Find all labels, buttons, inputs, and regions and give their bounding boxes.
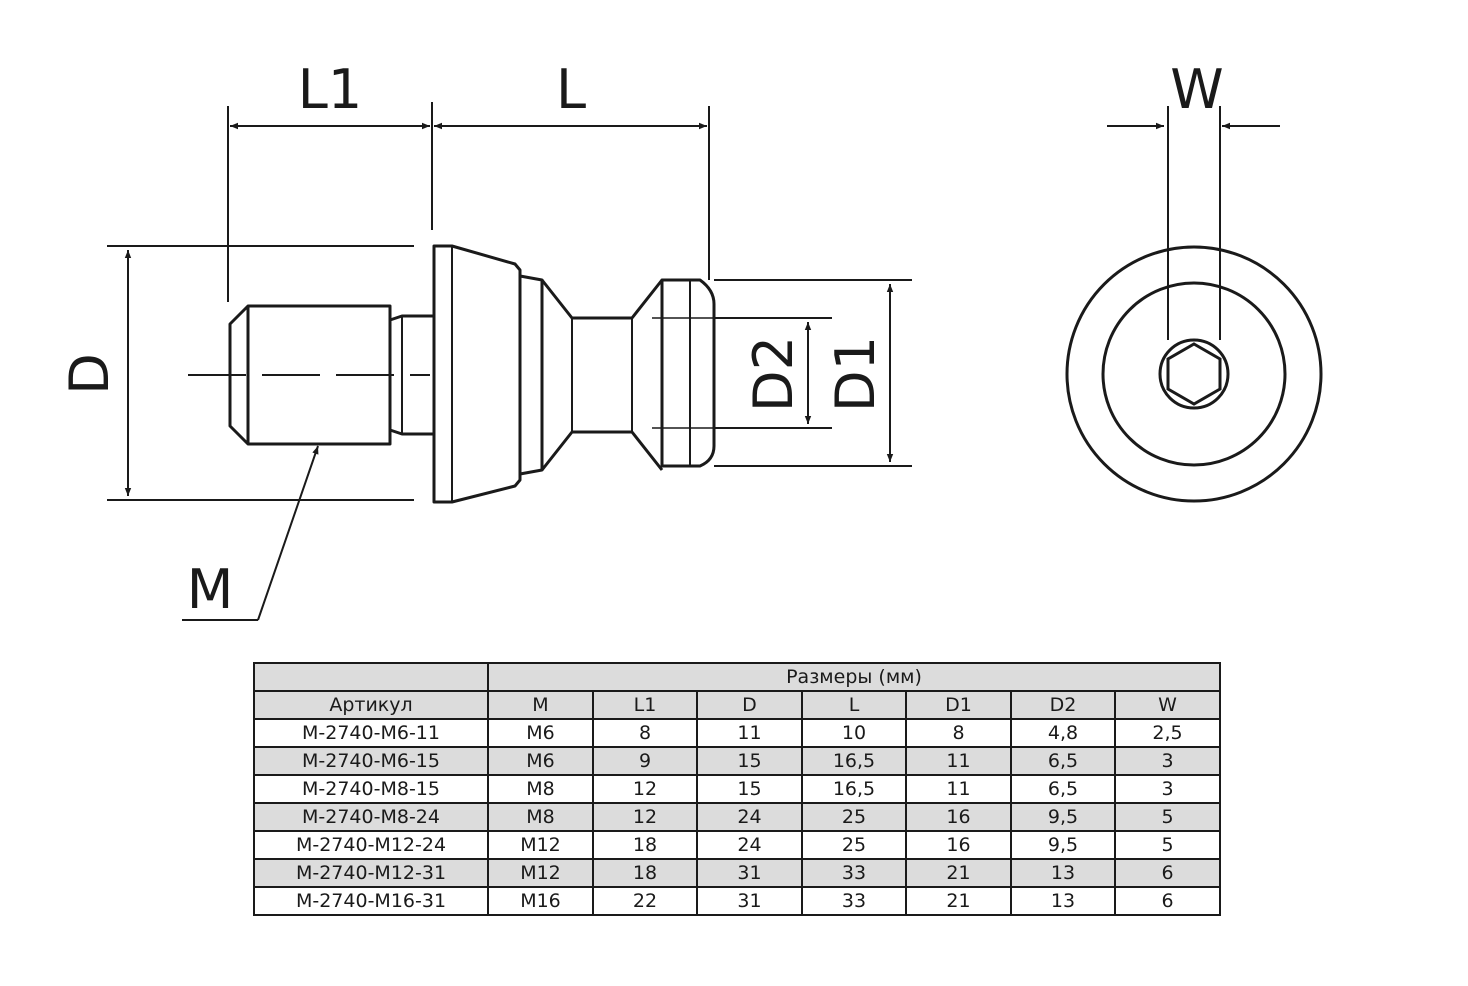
table-cell: 12 <box>592 774 698 804</box>
label-l: L <box>556 58 586 121</box>
label-d1: D1 <box>824 336 887 412</box>
column-header: D1 <box>905 690 1012 720</box>
table-cell: 13 <box>1010 886 1116 916</box>
blank-header-cell <box>253 662 489 692</box>
column-header-row: Артикул M L1 D L D1 D2 W <box>253 690 1222 720</box>
table-cell: 9 <box>592 746 698 776</box>
table-cell: 31 <box>696 858 803 888</box>
table-cell: 15 <box>696 746 803 776</box>
table-row: M-2740-M12-24 M12 18 24 25 16 9,5 5 <box>253 830 1222 860</box>
table-cell: 16,5 <box>801 746 907 776</box>
table-cell: M8 <box>487 802 594 832</box>
table-cell: 4,8 <box>1010 718 1116 748</box>
column-header: D <box>696 690 803 720</box>
neck <box>540 279 664 320</box>
side-view <box>228 244 716 504</box>
table-cell: 5 <box>1113 802 1222 832</box>
dimensions-header: Размеры (мм) <box>486 662 1222 692</box>
label-d2: D2 <box>742 336 805 412</box>
table-row: M-2740-M8-15 M8 12 15 16,5 11 6,5 3 <box>253 774 1222 804</box>
column-header: Артикул <box>253 690 489 720</box>
end-view <box>1065 245 1323 503</box>
table-cell: 12 <box>592 802 698 832</box>
table-cell: 18 <box>592 830 698 860</box>
table-row: M-2740-M6-11 M6 8 11 10 8 4,8 2,5 <box>253 718 1222 748</box>
cone-flange <box>432 244 522 504</box>
table-cell: 33 <box>801 886 907 916</box>
table-cell: 25 <box>801 830 907 860</box>
table-cell: 25 <box>801 802 907 832</box>
table-cell: M8 <box>487 774 594 804</box>
table-cell: 16,5 <box>801 774 907 804</box>
table-cell: 22 <box>592 886 698 916</box>
table-cell: 8 <box>905 718 1012 748</box>
table-cell: 2,5 <box>1113 718 1222 748</box>
outer-circle <box>1065 245 1323 503</box>
hex-socket-icon <box>1166 342 1222 406</box>
table-cell: 11 <box>696 718 803 748</box>
table-cell: 6,5 <box>1010 746 1116 776</box>
table-cell: M-2740-M8-24 <box>253 802 489 832</box>
table-cell: M-2740-M12-24 <box>253 830 489 860</box>
dimension-lines <box>107 102 1280 621</box>
table-cell: 21 <box>905 858 1012 888</box>
table-cell: 8 <box>592 718 698 748</box>
column-header: L1 <box>592 690 698 720</box>
table-cell: 24 <box>696 802 803 832</box>
table-cell: 9,5 <box>1010 830 1116 860</box>
table-cell: 11 <box>905 746 1012 776</box>
socket-circle <box>1158 338 1230 410</box>
group-header-row: Размеры (мм) <box>253 662 1222 692</box>
spec-table: Размеры (мм) Артикул M L1 D L D1 D2 W M-… <box>253 662 1222 916</box>
label-m: M <box>187 558 234 621</box>
collar <box>519 274 544 476</box>
table-cell: 6 <box>1113 886 1222 916</box>
table-cell: 21 <box>905 886 1012 916</box>
table-cell: 3 <box>1113 746 1222 776</box>
label-w: W <box>1170 58 1223 121</box>
table-cell: 15 <box>696 774 803 804</box>
column-header: W <box>1113 690 1222 720</box>
table-cell: 24 <box>696 830 803 860</box>
table-cell: 18 <box>592 858 698 888</box>
table-cell: 31 <box>696 886 803 916</box>
table-cell: M6 <box>487 718 594 748</box>
table-cell: M-2740-M6-15 <box>253 746 489 776</box>
table-cell: 10 <box>801 718 907 748</box>
column-header: M <box>487 690 594 720</box>
label-d: D <box>58 353 121 395</box>
table-cell: M16 <box>487 886 594 916</box>
table-cell: 33 <box>801 858 907 888</box>
table-cell: M-2740-M6-11 <box>253 718 489 748</box>
inner-circle <box>1101 281 1287 467</box>
technical-drawing: L1 L W M D D2 D1 <box>58 58 1323 621</box>
table-cell: 6 <box>1113 858 1222 888</box>
table-row: M-2740-M6-15 M6 9 15 16,5 11 6,5 3 <box>253 746 1222 776</box>
label-l1: L1 <box>298 58 362 121</box>
table-cell: 13 <box>1010 858 1116 888</box>
table-cell: M12 <box>487 830 594 860</box>
table-cell: M-2740-M16-31 <box>253 886 489 916</box>
table-cell: 16 <box>905 830 1012 860</box>
table-row: M-2740-M8-24 M8 12 24 25 16 9,5 5 <box>253 802 1222 832</box>
table-cell: 6,5 <box>1010 774 1116 804</box>
table-cell: 9,5 <box>1010 802 1116 832</box>
column-header: L <box>801 690 907 720</box>
table-cell: 5 <box>1113 830 1222 860</box>
column-header: D2 <box>1010 690 1116 720</box>
table-cell: M-2740-M8-15 <box>253 774 489 804</box>
table-cell: M6 <box>487 746 594 776</box>
table-cell: M12 <box>487 858 594 888</box>
table-cell: M-2740-M12-31 <box>253 858 489 888</box>
table-cell: 16 <box>905 802 1012 832</box>
head <box>660 278 716 468</box>
table-row: M-2740-M16-31 M16 22 31 33 21 13 6 <box>253 886 1222 916</box>
table-row: M-2740-M12-31 M12 18 31 33 21 13 6 <box>253 858 1222 888</box>
table-cell: 11 <box>905 774 1012 804</box>
table-cell: 3 <box>1113 774 1222 804</box>
